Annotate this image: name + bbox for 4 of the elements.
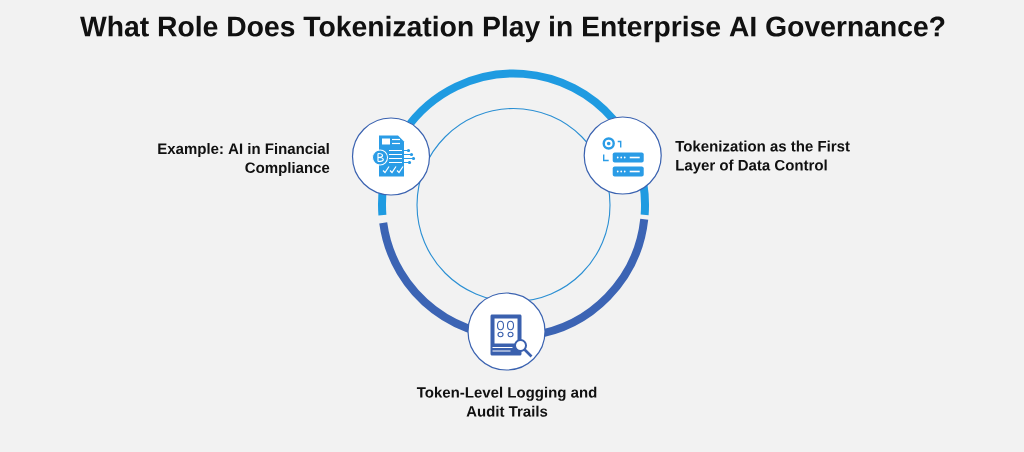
caption-text: Token-Level Logging and Audit Trails xyxy=(416,386,597,417)
caption-text: Example: AI in Financial Compliance xyxy=(158,143,330,176)
caption-text: Tokenization as the First Layer of Data Control xyxy=(675,140,850,174)
title: What Role Does Tokenization Play in Enterprise AI Governance? xyxy=(80,15,945,43)
